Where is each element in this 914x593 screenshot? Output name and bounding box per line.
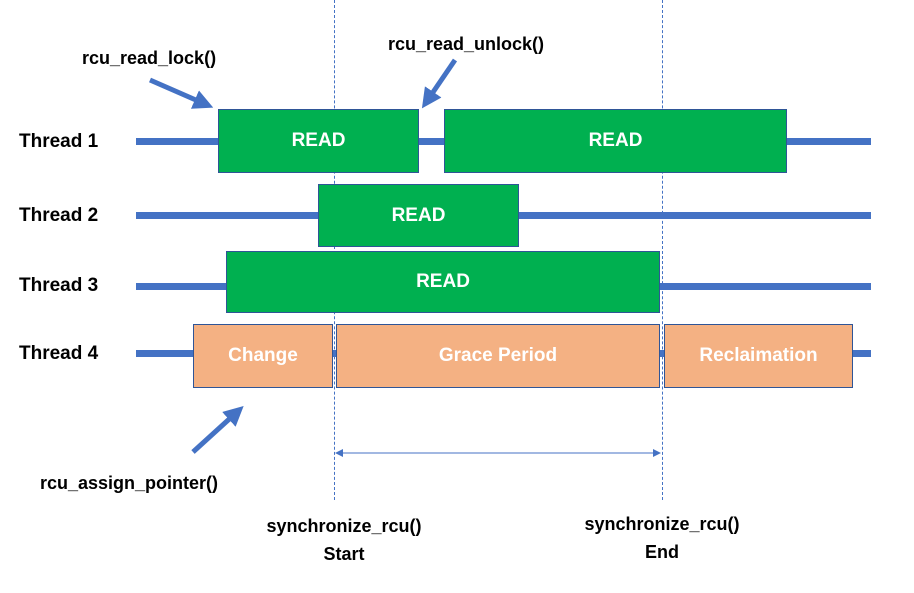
read-lock-arrow — [149, 77, 214, 109]
rcu-read-lock-label: rcu_read_lock() — [82, 48, 217, 68]
sync-start-word: Start — [323, 544, 365, 564]
thread-4-change: Change — [193, 324, 333, 388]
thread-4-reclamation: Reclaimation — [664, 324, 853, 388]
thread-2-label: Thread 2 — [19, 205, 99, 226]
thread-1-label: Thread 1 — [19, 131, 99, 152]
rcu-read-unlock-label: rcu_read_unlock() — [388, 34, 545, 54]
thread-2-read: READ — [318, 184, 519, 247]
sync-start-func: synchronize_rcu() — [266, 516, 422, 536]
thread-3-read: READ — [226, 251, 660, 313]
sync-start-label: synchronize_rcu() Start — [254, 512, 434, 568]
sync-start-marker — [334, 0, 335, 500]
sync-end-word: End — [645, 542, 679, 562]
rcu-assign-pointer-label: rcu_assign_pointer() — [40, 473, 219, 493]
sync-end-label: synchronize_rcu() End — [572, 510, 752, 566]
thread-1-read-first: READ — [218, 109, 419, 173]
thread-4-grace-period: Grace Period — [336, 324, 660, 388]
thread-3-label: Thread 3 — [19, 275, 99, 296]
assign-pointer-arrow — [191, 405, 244, 454]
sync-end-func: synchronize_rcu() — [584, 514, 740, 534]
read-unlock-arrow — [421, 58, 458, 109]
thread-4-label: Thread 4 — [19, 343, 99, 364]
thread-1-read-second: READ — [444, 109, 787, 173]
sync-end-marker — [662, 0, 663, 500]
